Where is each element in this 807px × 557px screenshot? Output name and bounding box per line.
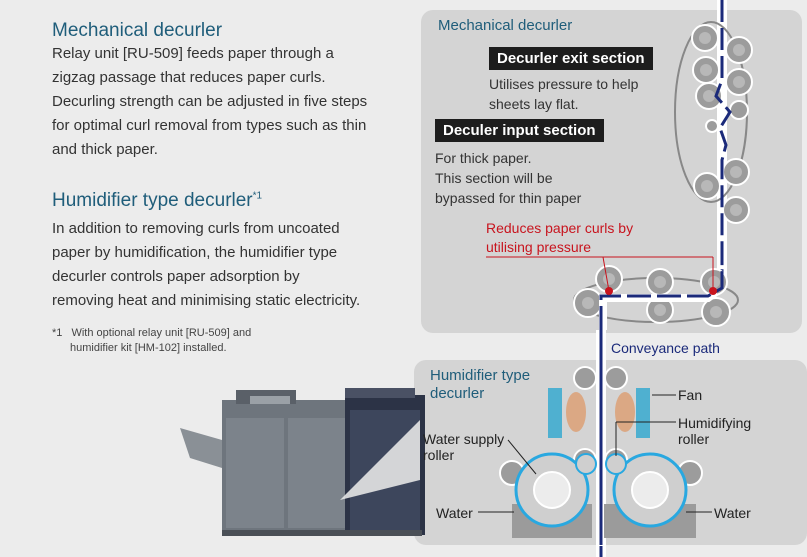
footnote-marker: *1 — [252, 190, 263, 202]
conveyance-path-mechanical — [714, 0, 732, 292]
pressure-note: Reduces paper curls by utilising pressur… — [486, 219, 633, 257]
water-supply-roller-label-line: Water supply — [423, 431, 505, 447]
exit-section-label: Decurler exit section — [489, 47, 653, 70]
humidifying-roller-label-line: roller — [678, 431, 710, 447]
water-left-label: Water — [436, 505, 473, 521]
description-line: paper by humidification, the humidifier … — [52, 244, 338, 261]
exit-section-rollers — [691, 24, 753, 224]
water-supply-roller-label: Water supply roller — [423, 431, 504, 463]
input-desc-line: For thick paper. — [435, 150, 532, 166]
water-supply-roller-label-line: roller — [423, 447, 455, 463]
footnote: *1 With optional relay unit [RU-509] and… — [52, 326, 251, 356]
humidifier-panel-title-line: decurler — [430, 385, 485, 402]
exit-desc-line: Utilises pressure to help — [489, 76, 639, 92]
humidifier-panel-title-line: Humidifier type — [430, 367, 531, 384]
printer-illustration — [180, 388, 425, 536]
footnote-line-1: With optional relay unit [RU-509] and — [71, 327, 252, 339]
pressure-note-line: Reduces paper curls by — [486, 220, 634, 236]
conveyance-path-label: Conveyance path — [611, 340, 720, 356]
humidifying-roller-right — [605, 453, 627, 475]
humidifying-roller-label: Humidifying roller — [678, 415, 751, 447]
fan-left-icon — [548, 388, 562, 438]
callout-wedge — [340, 420, 420, 500]
exit-section-description: Utilises pressure to help sheets lay fla… — [489, 74, 638, 114]
fan-label: Fan — [678, 387, 703, 403]
description-line: and thick paper. — [52, 141, 158, 158]
humidifier-decurler-description: In addition to removing curls from uncoa… — [52, 217, 412, 313]
description-line: zigzag passage that reduces paper curls. — [52, 69, 326, 86]
footnote-marker: *1 — [52, 327, 63, 339]
description-line: decurler controls paper adsorption by — [52, 268, 300, 285]
fan-right-icon — [636, 388, 650, 438]
input-section-rollers — [486, 256, 739, 330]
input-desc-line: This section will be — [435, 170, 553, 186]
humidifier-title-text: Humidifier type decurler — [52, 190, 253, 211]
description-line: removing heat and minimising static elec… — [52, 292, 361, 309]
description-line: In addition to removing curls from uncoa… — [52, 220, 340, 237]
humidifying-roller-left — [575, 453, 597, 475]
footnote-line-2: humidifier kit [HM-102] installed. — [70, 342, 227, 354]
input-desc-line: bypassed for thin paper — [435, 190, 582, 206]
description-line: for optimal curl removal from types such… — [52, 117, 367, 134]
humidifier-panel-title: Humidifier type decurler — [430, 367, 530, 403]
mechanical-decurler-title: Mechanical decurler — [52, 20, 223, 41]
mechanical-decurler-description: Relay unit [RU-509] feeds paper through … — [52, 42, 412, 162]
description-line: Decurling strength can be adjusted in fi… — [52, 93, 368, 110]
input-section-label: Deculer input section — [435, 119, 604, 142]
mechanical-panel-title: Mechanical decurler — [438, 17, 573, 34]
input-section-description: For thick paper. This section will be by… — [435, 148, 581, 208]
humidifier-internals — [478, 366, 712, 538]
humidifier-decurler-title: Humidifier type decurler*1 — [52, 190, 262, 212]
humidifying-roller-label-line: Humidifying — [678, 415, 752, 431]
water-right-label: Water — [714, 505, 751, 521]
pressure-note-line: utilising pressure — [486, 239, 592, 255]
description-line: Relay unit [RU-509] feeds paper through … — [52, 45, 334, 62]
exit-desc-line: sheets lay flat. — [489, 96, 579, 112]
